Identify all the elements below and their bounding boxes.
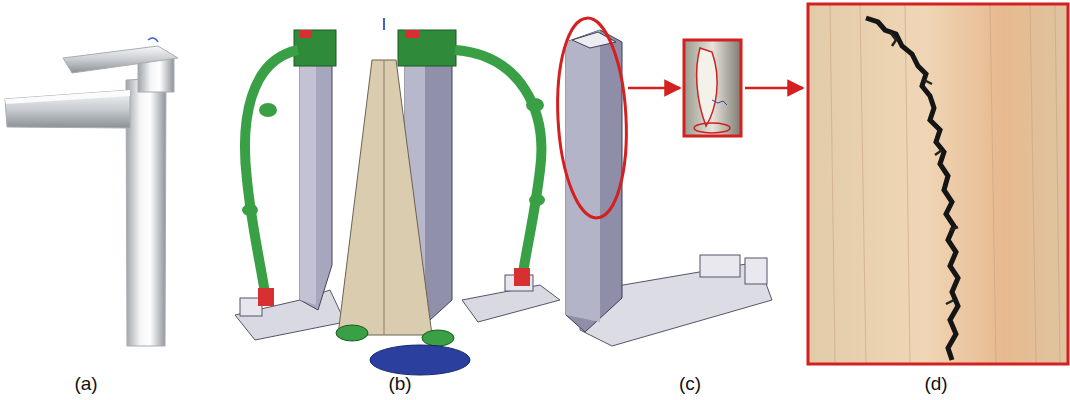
zoom-arrow: [628, 87, 680, 90]
panel-label: (b): [388, 374, 411, 395]
panel-label: (a): [74, 374, 97, 395]
panel-label: (d): [924, 374, 947, 395]
defect-photo-inset: [684, 40, 741, 136]
single-part-model: [553, 16, 772, 346]
panel-label: (c): [679, 374, 701, 395]
zoom-arrow: [745, 87, 803, 90]
casting-cad-model: [235, 18, 560, 375]
faucet-photo: [5, 38, 178, 346]
crack-micrograph: [808, 4, 1068, 364]
